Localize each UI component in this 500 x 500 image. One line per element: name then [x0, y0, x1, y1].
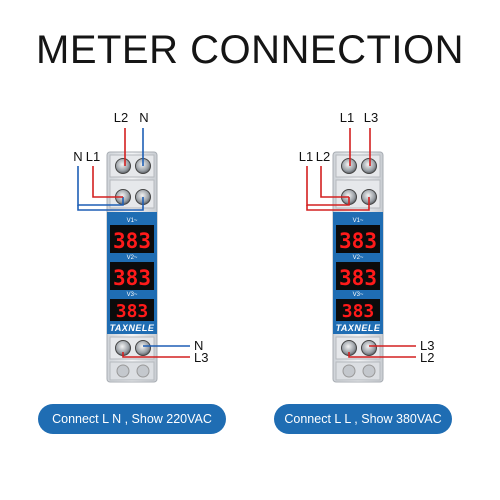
wire-l2-bottom [348, 352, 416, 358]
label-top-l3: L3 [364, 110, 378, 125]
caption-right: Connect L L , Show 380VAC [274, 404, 452, 434]
channel-label-v1: V1~ [127, 218, 138, 224]
reading-v1: 383 [113, 229, 151, 253]
terminal-screw-6 [361, 340, 377, 356]
lcd-v3 [110, 299, 154, 321]
wire-l1-side [92, 166, 123, 198]
wire-l1-side [306, 166, 350, 206]
reading-v3: 383 [342, 301, 375, 322]
label-top-l1: L1 [340, 110, 354, 125]
label-side-n: N [73, 149, 82, 164]
label-bottom-n: N [194, 338, 203, 353]
terminal-screw-3 [115, 158, 131, 174]
wire-l3-bottom [122, 352, 190, 358]
brand-logo: TAXNELE [110, 323, 155, 333]
reading-v2: 383 [113, 266, 151, 290]
label-side-l1: L1 [86, 149, 100, 164]
brand-logo: TAXNELE [336, 323, 381, 333]
reading-v1: 383 [339, 229, 377, 253]
label-side-l2: L2 [316, 149, 330, 164]
wire-l2-side [320, 166, 349, 198]
clip-hole-left [116, 364, 130, 378]
terminal-screw-3 [341, 158, 357, 174]
label-top-l2: L2 [114, 110, 128, 125]
channel-label-v1: V1~ [353, 218, 364, 224]
reading-v2: 383 [339, 266, 377, 290]
label-bottom-l3: L3 [194, 350, 208, 365]
clip-hole-right [362, 364, 376, 378]
wire-bridge [306, 197, 370, 211]
label-top-n: N [139, 110, 148, 125]
right-meter: V1~ V2~ V3~ 383 383 383 TAXNELE L1 L3 L1… [299, 110, 434, 383]
reading-v3: 383 [116, 301, 149, 322]
wire-n-side [77, 166, 124, 206]
channel-label-v2: V2~ [127, 255, 138, 261]
lcd-v1 [336, 225, 380, 253]
wire-n-bridge [77, 197, 144, 211]
lcd-v1 [110, 225, 154, 253]
clip-hole-right [136, 364, 150, 378]
channel-label-v2: V2~ [353, 255, 364, 261]
terminal-screw-4 [361, 158, 377, 174]
channel-label-v3: V3~ [353, 292, 364, 298]
page-title: METER CONNECTION [36, 28, 464, 72]
clip-hole-left [342, 364, 356, 378]
label-bottom-l3: L3 [420, 338, 434, 353]
channel-label-v3: V3~ [127, 292, 138, 298]
terminal-screw-6 [135, 340, 151, 356]
lcd-v2 [336, 262, 380, 290]
label-side-l1: L1 [299, 149, 313, 164]
label-bottom-l2: L2 [420, 350, 434, 365]
caption-left: Connect L N , Show 220VAC [38, 404, 226, 434]
lcd-v3 [336, 299, 380, 321]
left-meter: V1~ V2~ V3~ 383 383 383 TAXNELE L2 N N L… [73, 110, 208, 383]
lcd-v2 [110, 262, 154, 290]
